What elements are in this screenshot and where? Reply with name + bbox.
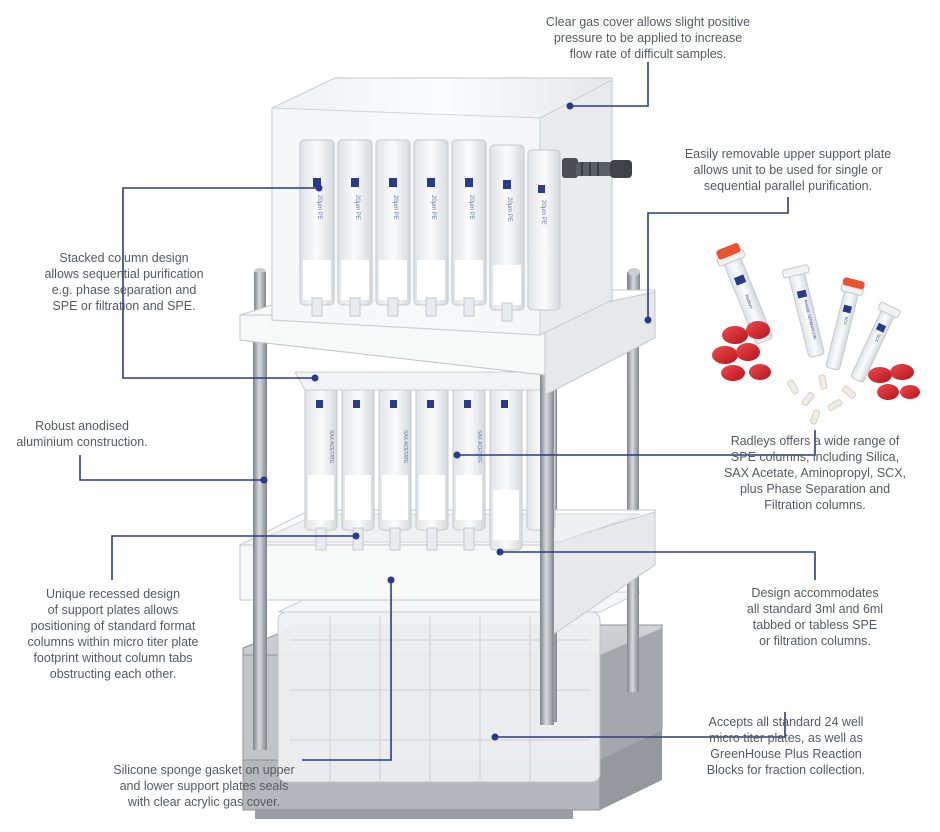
leader-upper-plate (647, 197, 789, 320)
red-caps-right (868, 364, 920, 400)
column-label: 20µm PE (316, 195, 322, 220)
callout-accommodates: Design accommodates all standard 3ml and… (746, 586, 884, 648)
leader-recessed (111, 535, 356, 580)
red-caps-left (712, 321, 771, 381)
callout-upper-plate: Easily removable upper support plate all… (684, 147, 892, 193)
dot-anodised (260, 476, 268, 484)
dot-recessed (352, 532, 360, 540)
dot-gasket (387, 576, 395, 584)
gas-inlet-fitting (562, 158, 632, 178)
leader-anodised (79, 455, 264, 481)
column-label: 20µm PE (354, 195, 360, 220)
leader-gas-cover (570, 62, 649, 107)
column-label: 20µm PE (506, 197, 512, 222)
dot-accommodates (496, 548, 504, 556)
loose-spe-columns: Radleys PHASE SEPARATION SCX SCX (712, 243, 920, 425)
callout-titer-plates: Accepts all standard 24 well micro titer… (706, 715, 866, 777)
micro-titer-plate (277, 591, 641, 783)
gas-cover: 20µm PE 20µm PE 20µm PE 20µm PE 20µm PE … (271, 77, 632, 336)
leader-titer-plates (495, 712, 786, 738)
column-label: SAX ACETATE (402, 430, 408, 464)
column-label: 20µm PE (468, 195, 474, 220)
leader-gasket (302, 580, 392, 761)
leader-stacked-column-top (122, 187, 319, 315)
dot-stacked-bottom (311, 374, 319, 382)
dot-stacked-top (315, 184, 323, 192)
callout-stacked-column: Stacked column design allows sequential … (44, 251, 204, 313)
support-rod (540, 330, 554, 725)
column-label: SAX ACETATE (328, 430, 334, 464)
column-label: 20µm PE (392, 195, 398, 220)
leader-stacked-column-bottom (122, 315, 315, 379)
dot-upper-plate (644, 316, 652, 324)
leader-dots (260, 102, 652, 741)
dot-titer-plates (491, 733, 499, 741)
support-rod (627, 272, 639, 692)
support-rod (253, 340, 267, 750)
callout-gas-cover: Clear gas cover allows slight positive p… (545, 15, 751, 61)
column-label: SCX (842, 316, 849, 326)
column-label: SCX (874, 333, 882, 343)
dot-gas-cover (566, 102, 574, 110)
callout-gasket: Silicone sponge gasket on upper and lowe… (113, 763, 295, 809)
dot-spe-columns (453, 451, 461, 459)
white-tips (787, 374, 856, 425)
column-label: 20µm PE (430, 195, 436, 220)
leader-accommodates (500, 551, 816, 580)
leader-lines (79, 62, 816, 761)
callout-spe-columns: Radleys offers a wide range of SPE colum… (723, 434, 907, 512)
upper-columns: 20µm PE 20µm PE 20µm PE 20µm PE 20µm PE … (299, 139, 561, 322)
column-label: 20µm PE (540, 200, 546, 225)
leader-spe-columns (457, 430, 816, 456)
column-label: SAX ACETATE (476, 430, 482, 464)
callout-anodised: Robust anodised aluminium construction. (16, 419, 148, 449)
column-label: Radleys (744, 294, 754, 309)
callout-recessed-design: Unique recessed design of support plates… (27, 587, 199, 681)
